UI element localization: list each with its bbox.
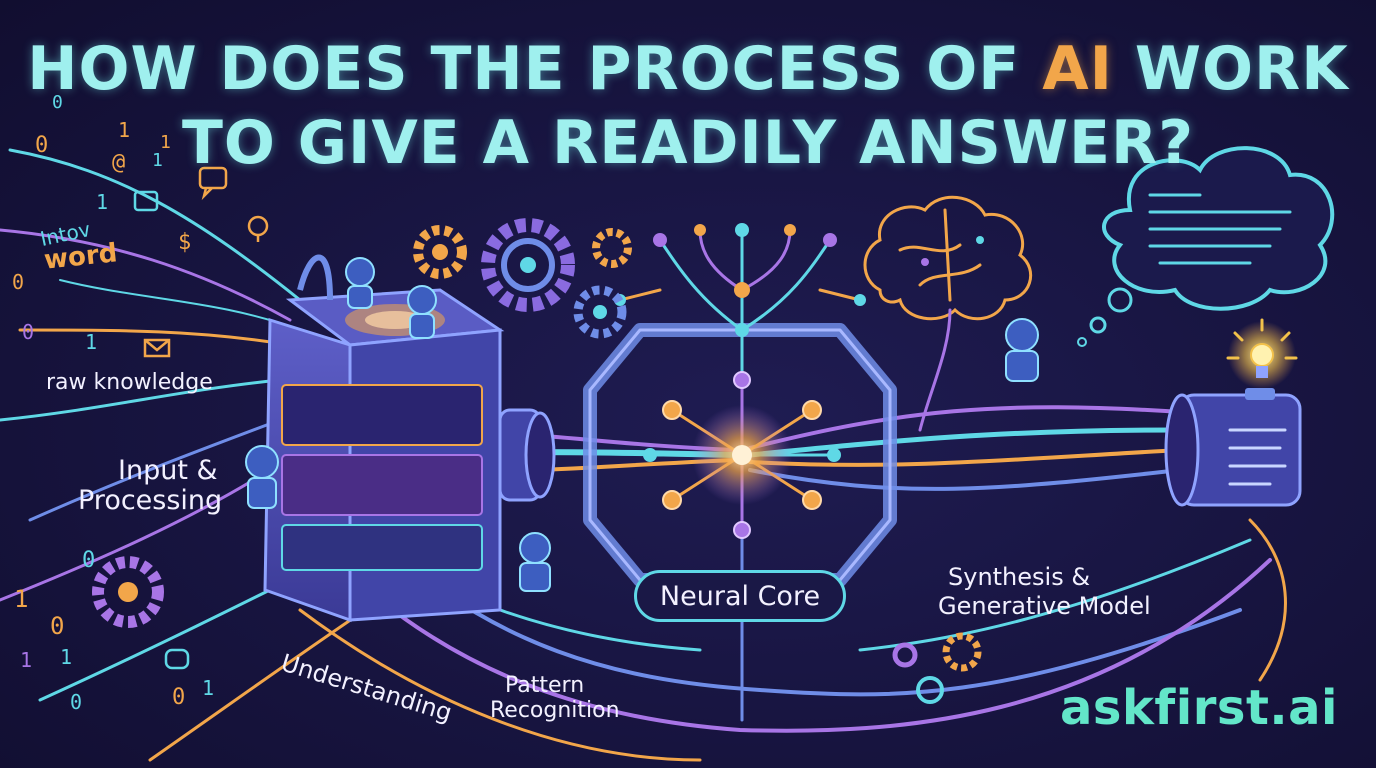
title-line-2: TO GIVE A READILY ANSWER? bbox=[181, 108, 1195, 178]
label-input-processing-1: Input & bbox=[118, 455, 218, 486]
robot-icon bbox=[245, 257, 1039, 592]
doodle-digit: 0 bbox=[50, 612, 65, 640]
chat-bubble-icon bbox=[133, 166, 228, 670]
label-raw-knowledge: raw knowledge bbox=[46, 370, 213, 395]
server-icon bbox=[263, 254, 505, 623]
neural-core-label: Neural Core bbox=[634, 570, 846, 622]
doodle-digit: 1 bbox=[202, 676, 215, 700]
neural-nodes bbox=[614, 223, 866, 539]
doodle-digit: 1 bbox=[118, 118, 131, 142]
doodle-digit: 0 bbox=[22, 320, 35, 344]
doodle-digit: 0 bbox=[52, 92, 63, 113]
output-terminal-icon bbox=[1164, 388, 1302, 507]
brain-icon bbox=[863, 195, 1033, 432]
doodle-digit: 0 bbox=[12, 270, 25, 294]
thought-cloud-icon bbox=[1077, 146, 1335, 347]
envelope-icon bbox=[143, 338, 171, 358]
label-input-processing-2: Processing bbox=[78, 485, 223, 516]
gear-icon bbox=[92, 218, 982, 704]
core-node bbox=[732, 445, 752, 465]
doodle-dollar: $ bbox=[178, 230, 192, 255]
title-line-1: HOW DOES THE PROCESS OF AI WORK bbox=[27, 34, 1349, 104]
doodle-at: @ bbox=[112, 150, 126, 175]
label-synthesis-1: Synthesis & bbox=[948, 563, 1091, 591]
doodle-digit: 1 bbox=[20, 648, 33, 672]
lightbulb-small-icon bbox=[247, 215, 269, 242]
connector-tube bbox=[498, 408, 556, 502]
label-pattern-1: Pattern bbox=[505, 673, 585, 698]
doodle-digit: 0 bbox=[82, 548, 96, 573]
brand-logo-text: askfirst.ai bbox=[1060, 680, 1338, 736]
doodle-digit: 1 bbox=[96, 190, 109, 214]
label-synthesis-2: Generative Model bbox=[938, 592, 1151, 620]
doodle-digit: 0 bbox=[70, 690, 83, 714]
doodle-digit: 1 bbox=[60, 645, 73, 669]
doodle-digit: 0 bbox=[35, 133, 49, 158]
doodle-digit: 1 bbox=[85, 330, 98, 354]
doodle-digit: 1 bbox=[14, 585, 29, 613]
input-streams bbox=[0, 148, 382, 762]
doodle-digit: 0 bbox=[172, 685, 186, 710]
doodle-digit: 1 bbox=[160, 132, 171, 153]
label-pattern-2: Recognition bbox=[490, 698, 620, 723]
title-highlight-ai: AI bbox=[1042, 34, 1113, 104]
lightbulb-icon bbox=[1226, 318, 1298, 389]
doodle-digit: 1 bbox=[152, 150, 163, 171]
